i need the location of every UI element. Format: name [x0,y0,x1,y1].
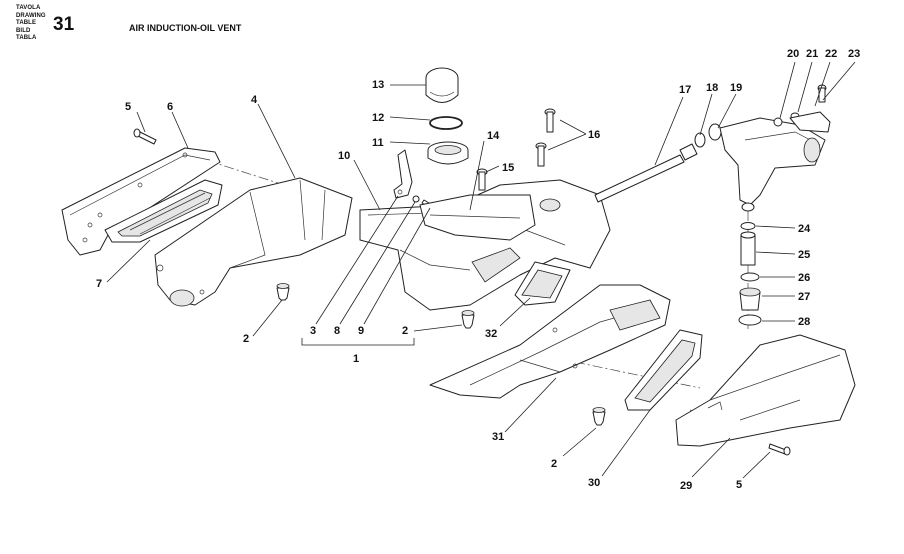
callout-22: 22 [825,48,837,60]
part-2-grommet-left [276,283,290,301]
part-18-hose-clamp [694,132,706,148]
callout-21: 21 [806,48,818,60]
part-7-left-intake-grille [104,179,223,243]
part-26-clamp [740,272,760,282]
callout-19: 19 [730,82,742,94]
callout-16: 16 [588,129,600,141]
callout-24: 24 [798,223,811,235]
header-label-tavola: TAVOLA [16,5,41,11]
leader-lines [106,61,856,479]
callout-5-right: 5 [736,479,742,491]
part-16-screw-top [544,108,556,133]
callout-27: 27 [798,291,810,303]
callout-9: 9 [358,325,364,337]
callout-5-left: 5 [125,101,131,113]
callout-7: 7 [96,278,102,290]
part-2-grommet-center [461,310,475,329]
callout-25: 25 [798,249,810,261]
part-24-clamp [740,222,756,230]
callout-31: 31 [492,431,504,443]
part-2-grommet-bottom [592,407,606,426]
part-23-screw [817,84,827,103]
callout-13: 13 [372,79,384,91]
part-15-screw [476,168,488,191]
callout-1: 1 [353,353,359,365]
callout-20: 20 [787,48,799,60]
part-12-o-ring [429,116,463,130]
header-label-table: TABLE [16,20,37,26]
header-label-tabla: TABLA [16,35,37,41]
part-14-cover-plate [419,194,536,241]
part-32-filter-grille [514,261,571,306]
callout-29: 29 [680,480,692,492]
callout-14: 14 [487,130,500,142]
header-label-drawing: DRAWING [16,12,46,19]
callout-numbers: 1 2 2 2 3 4 5 5 6 7 8 9 10 11 12 13 14 1… [96,48,860,492]
part-17-breather-hose [594,143,698,203]
part-11-filler-neck [427,141,469,165]
part-8-screw [412,195,420,203]
part-5-screw-left [133,128,157,145]
oil-vent-tank [719,117,826,212]
part-28-seal [738,314,762,326]
table-number: 31 [53,14,75,35]
part-5-screw-right [768,443,791,456]
callout-2-center: 2 [402,325,408,337]
header-label-bild: BILD [16,27,31,34]
callout-15: 15 [502,162,514,174]
callout-11: 11 [372,137,384,149]
callout-10: 10 [338,150,350,162]
callout-18: 18 [706,82,718,94]
callout-4: 4 [251,94,258,106]
part-31-lower-tray [429,284,671,399]
callout-2-left: 2 [243,333,249,345]
header-language-labels: TAVOLA DRAWING TABLE BILD TABLA [16,5,46,43]
part-20-nut [773,117,783,127]
callout-8: 8 [334,325,340,337]
callout-2-bottom: 2 [551,458,557,470]
callout-32: 32 [485,328,497,340]
part-27-fitting [739,287,761,311]
part-4-left-air-duct [154,177,353,307]
page-title: AIR INDUCTION-OIL VENT [129,23,242,33]
callout-23: 23 [848,48,860,60]
callout-17: 17 [679,84,691,96]
part-25-hose-sleeve [740,231,756,266]
part-13-filler-cap [425,67,459,103]
callout-6: 6 [167,101,173,113]
part-22-bracket [789,111,831,133]
callout-3: 3 [310,325,316,337]
part-16-screw-bottom [535,142,547,167]
part-30-right-grille [624,329,703,411]
part-29-right-air-duct [675,334,856,447]
callout-26: 26 [798,272,810,284]
callout-28: 28 [798,316,810,328]
part-3-clamp-bracket [393,149,413,199]
callout-12: 12 [372,112,384,124]
callout-30: 30 [588,477,600,489]
